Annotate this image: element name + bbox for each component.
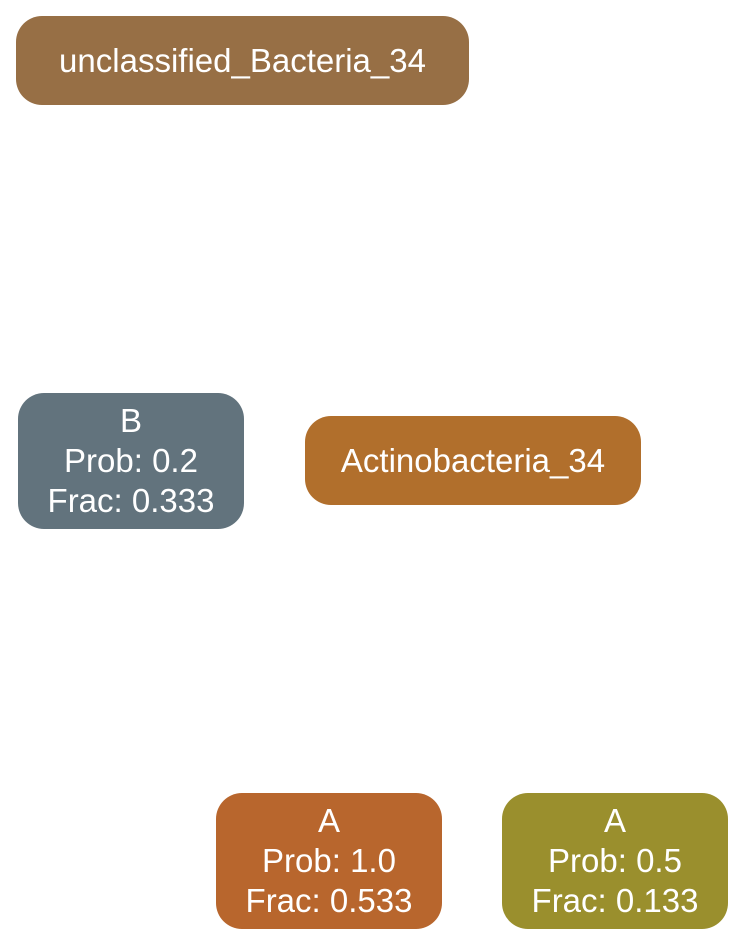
node-prob: Prob: 0.5	[548, 842, 682, 879]
node-label: unclassified_Bacteria_34	[59, 41, 426, 79]
node-unclassified-bacteria: unclassified_Bacteria_34	[16, 16, 469, 105]
node-b: B Prob: 0.2 Frac: 0.333	[18, 393, 244, 529]
node-prob: Prob: 0.2	[64, 442, 198, 479]
node-prob: Prob: 1.0	[262, 842, 396, 879]
node-a-2: A Prob: 0.5 Frac: 0.133	[502, 793, 728, 929]
node-frac: Frac: 0.133	[531, 882, 699, 919]
node-a-1: A Prob: 1.0 Frac: 0.533	[216, 793, 442, 929]
node-label: Actinobacteria_34	[340, 441, 606, 479]
node-frac: Frac: 0.333	[47, 482, 215, 519]
node-name: A	[317, 802, 340, 839]
node-name: A	[603, 802, 626, 839]
node-name: B	[119, 402, 142, 439]
node-frac: Frac: 0.533	[245, 882, 413, 919]
node-actinobacteria: Actinobacteria_34	[305, 416, 641, 505]
